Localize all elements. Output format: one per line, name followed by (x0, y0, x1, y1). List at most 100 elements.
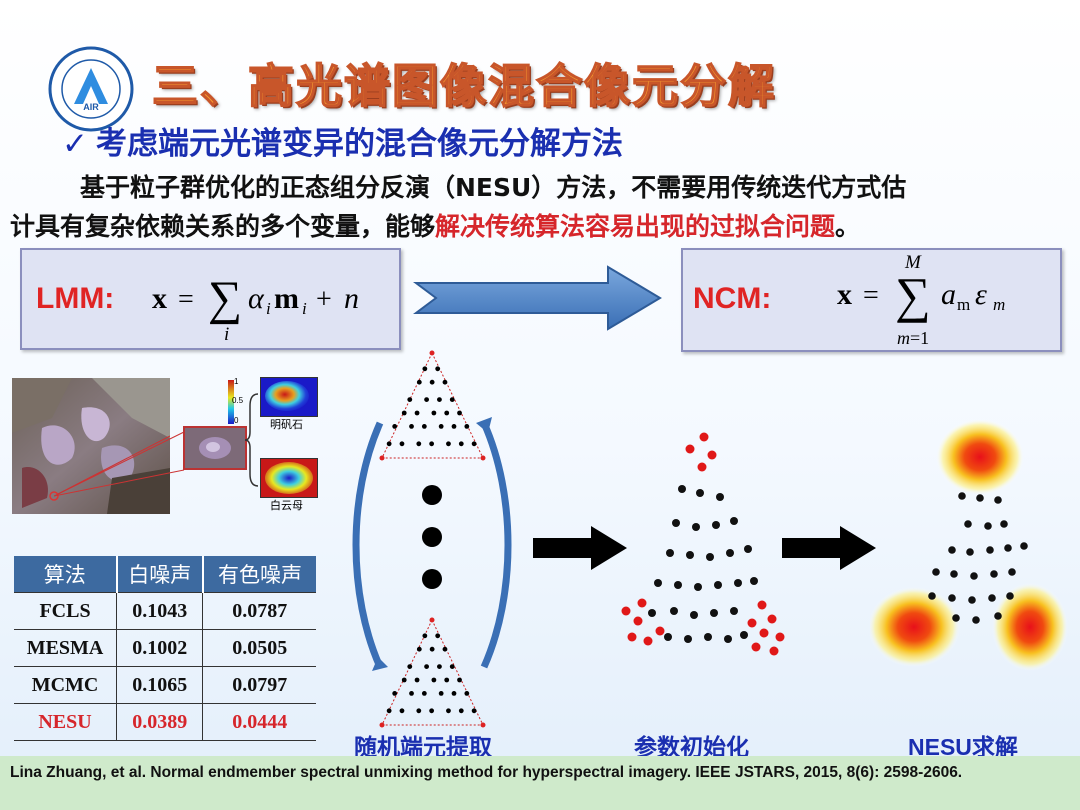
ellipsis-dot (422, 527, 442, 547)
solution-sample-point (966, 548, 974, 556)
sample-point (409, 424, 414, 429)
table-row: MCMC 0.1065 0.0797 (14, 666, 316, 704)
sample-point (444, 677, 450, 683)
init-endmember-point (759, 628, 769, 638)
ellipsis-dot (422, 485, 442, 505)
sample-point (451, 691, 457, 696)
sample-point (422, 366, 428, 372)
init-endmember-point (751, 642, 761, 652)
init-endmember-point (655, 626, 665, 636)
svg-text:ε: ε (975, 278, 987, 311)
colorbar-tick-0: 0 (234, 416, 239, 425)
init-sample-point (706, 553, 714, 561)
init-endmember-point (633, 616, 643, 626)
table-cell: 0.0505 (202, 629, 316, 667)
right-arrow-icon (413, 265, 662, 331)
svg-text:∑: ∑ (895, 267, 931, 323)
table-cell: 0.0389 (116, 703, 203, 741)
sample-point (416, 441, 422, 447)
init-sample-point (730, 607, 738, 615)
svg-text:i: i (266, 299, 271, 318)
init-sample-point (734, 579, 742, 587)
lmm-equation-box: LMM: x = ∑ i α i m i + n (20, 248, 401, 350)
table-cell: 0.0444 (202, 703, 316, 741)
paragraph-end: 。 (835, 212, 861, 241)
step-caption-3: NESU求解 (908, 734, 1018, 760)
sample-point (407, 397, 413, 402)
vertex-point (480, 722, 486, 728)
init-endmember-point (769, 646, 779, 656)
sample-point (431, 677, 437, 683)
sample-point (435, 633, 441, 639)
init-sample-point (714, 581, 722, 589)
init-sample-point (724, 635, 732, 643)
init-sample-point (716, 493, 724, 501)
svg-text:a: a (941, 278, 956, 311)
table-cell: MESMA (14, 629, 117, 667)
zoom-lines (54, 431, 185, 497)
svg-text:=: = (863, 280, 879, 311)
init-sample-point (684, 635, 692, 643)
solution-sample-point (1006, 592, 1014, 600)
results-table: 算法 白噪声 有色噪声 FCLS 0.1043 0.0787 MESMA 0.1… (14, 556, 316, 741)
sample-point (442, 379, 448, 385)
init-sample-point (692, 523, 700, 531)
sample-point (414, 410, 420, 416)
table-row-highlight: NESU 0.0389 0.0444 (14, 703, 316, 741)
table-row: MESMA 0.1002 0.0505 (14, 629, 316, 667)
mineral-label-1: 明矾石 (270, 418, 303, 431)
table-row: FCLS 0.1043 0.0787 (14, 592, 316, 630)
table-header: 算法 (14, 556, 117, 593)
paragraph-line-1: 基于粒子群优化的正态组分反演（NESU）方法，不需要用传统迭代方式估 (80, 173, 907, 202)
svg-text:m: m (274, 282, 299, 315)
sample-point (471, 708, 477, 714)
solution-sample-point (994, 612, 1002, 620)
sample-point (437, 397, 442, 402)
sample-point (438, 691, 444, 696)
init-endmember-point (697, 462, 707, 472)
init-sample-point (696, 489, 704, 497)
init-endmember-point (767, 614, 777, 624)
table-header: 白噪声 (115, 556, 203, 593)
endmember-blob (992, 583, 1068, 671)
colorbar-tick-05: 0.5 (232, 396, 244, 405)
sample-point (429, 441, 435, 447)
vertex-point (379, 722, 385, 728)
table-cell: FCLS (14, 592, 117, 630)
page-title: 三、高光谱图像混合像元分解 (151, 58, 776, 114)
svg-text:i: i (302, 299, 307, 318)
table-cell: NESU (14, 703, 117, 741)
endmember-blob (870, 587, 960, 667)
svg-text:i: i (224, 324, 229, 345)
sample-point (457, 677, 462, 683)
init-sample-point (666, 549, 674, 557)
sample-point (416, 646, 422, 652)
zoomed-region (183, 426, 247, 470)
sample-point (431, 410, 437, 416)
init-endmember-point (747, 618, 757, 628)
init-sample-point (690, 611, 698, 619)
init-sample-point (730, 517, 738, 525)
init-sample-point (710, 609, 718, 617)
solution-sample-point (1004, 544, 1012, 552)
init-sample-point (704, 633, 712, 641)
svg-text:m: m (957, 295, 970, 314)
svg-text:α: α (248, 282, 265, 315)
sample-point (421, 691, 427, 696)
sample-point (451, 424, 457, 429)
svg-text:m=1: m=1 (897, 328, 929, 348)
sample-point (416, 379, 422, 385)
solution-sample-point (928, 592, 936, 600)
sample-point (464, 691, 470, 696)
svg-text:+: + (316, 284, 332, 315)
init-sample-point (750, 577, 758, 585)
subtitle-text: 考虑端元光谱变异的混合像元分解方法 (95, 126, 623, 162)
sample-point (429, 379, 435, 385)
endmember-extraction-diagram (352, 350, 512, 728)
colorbar-tick-1: 1 (234, 377, 239, 386)
init-endmember-point (707, 450, 717, 460)
sample-point (421, 424, 427, 429)
ncm-equation-box: NCM: x = M ∑ m=1 a m ε m (681, 248, 1062, 352)
sample-point (386, 708, 392, 714)
init-sample-point (744, 545, 752, 553)
